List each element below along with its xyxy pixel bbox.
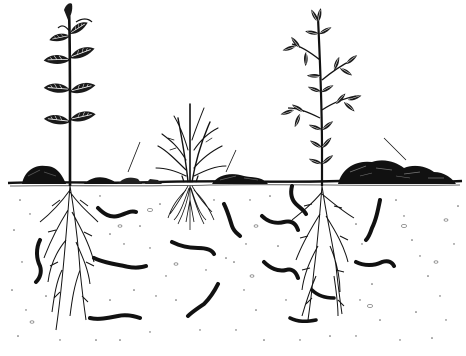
earthworm	[290, 318, 316, 321]
earthworm	[366, 200, 380, 240]
earthworm	[36, 240, 41, 282]
roots-broadleaf	[40, 186, 98, 330]
earthworm	[98, 208, 136, 217]
earthworm	[172, 242, 214, 254]
earthworm	[264, 262, 298, 278]
fern-plant	[280, 8, 362, 186]
earthworm	[312, 290, 334, 298]
earthworm	[262, 216, 298, 230]
mulch-mound-right	[338, 160, 456, 184]
roots-grass	[168, 186, 214, 230]
earthworm	[94, 258, 146, 268]
earthworm	[224, 204, 240, 236]
mulch-mound-center-left	[84, 177, 162, 184]
soil-texture	[11, 195, 459, 341]
broadleaf-plant	[43, 3, 96, 186]
mulch-mound-center	[212, 174, 268, 184]
earthworm	[356, 261, 394, 266]
earthworm	[90, 315, 140, 319]
earthworm	[188, 284, 218, 316]
earthworm	[291, 186, 306, 214]
grass-plant	[156, 104, 226, 182]
mulch-mound-left	[22, 166, 66, 184]
